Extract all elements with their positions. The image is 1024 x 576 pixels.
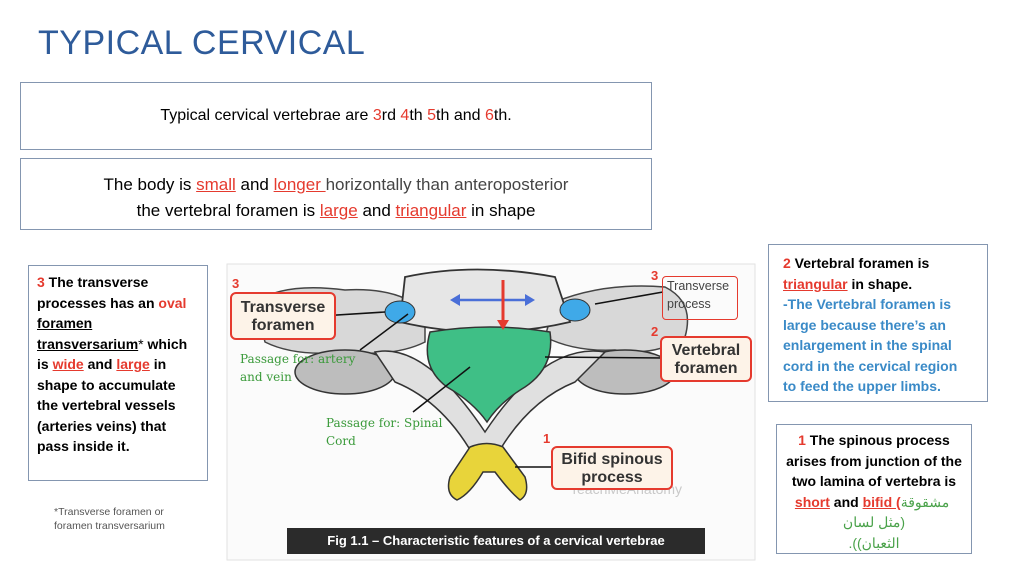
figure-number-2: 2 xyxy=(651,324,659,339)
text-part: in shape xyxy=(466,201,536,220)
intro-num-5: 5 xyxy=(427,107,437,124)
note-text: and xyxy=(829,493,863,510)
note-number: 1 xyxy=(798,432,806,448)
footnote: *Transverse foramen or foramen transvers… xyxy=(54,505,165,533)
note-text: Vertebral foramen is xyxy=(790,255,930,271)
text-part: and xyxy=(357,201,396,220)
keyword-large: large xyxy=(116,356,150,372)
intro-box: Typical cervical vertebrae are 3rd 4th 5… xyxy=(20,82,652,150)
vertebral-foramen-shape xyxy=(426,326,552,424)
keyword-small: small xyxy=(196,175,236,194)
intro-part: th. xyxy=(493,107,512,124)
note-text: and xyxy=(83,356,117,372)
text-part: horizontally than anteroposterior xyxy=(325,175,569,194)
note-number: 2 xyxy=(783,255,791,271)
intro-part: Typical cervical vertebrae are xyxy=(160,107,373,124)
tag-transverse-process: Transverse process xyxy=(662,276,738,320)
intro-part: th xyxy=(409,107,428,124)
arabic-note: مشقوقة (مثل لسان xyxy=(842,493,954,531)
tag-bifid-spinous-process: Bifid spinous process xyxy=(551,446,673,490)
intro-part: rd xyxy=(381,107,401,124)
bifid-spinous-process-shape xyxy=(447,442,528,501)
text-part: the vertebral foramen is xyxy=(136,201,320,220)
body-description-box: The body is small and longer horizontall… xyxy=(20,158,652,230)
figure-number-1: 1 xyxy=(543,431,551,446)
label-passage-cord: Passage for: Spinal Cord xyxy=(326,416,443,448)
keyword-triangular: triangular xyxy=(783,275,848,292)
footnote-marker: * xyxy=(138,335,144,352)
figure-caption: Fig 1.1 – Characteristic features of a c… xyxy=(287,528,705,554)
keyword-foramen-transversarium: foramen transversarium xyxy=(37,315,139,352)
footnote-line: foramen transversarium xyxy=(54,520,165,532)
keyword-oval: oval xyxy=(158,294,187,311)
text-part: The body is xyxy=(103,175,197,194)
intro-part: th and xyxy=(436,107,485,124)
transverse-foramen-right xyxy=(559,298,591,322)
body-description-text: The body is small and longer horizontall… xyxy=(21,172,651,224)
spinous-process-note: 1 The spinous process arises from juncti… xyxy=(776,424,972,554)
keyword-triangular: triangular xyxy=(395,201,467,220)
note-number: 3 xyxy=(37,274,45,290)
keyword-bifid: bifid ( xyxy=(862,493,901,510)
note-text: The transverse processes has an xyxy=(37,274,159,311)
intro-num-4: 4 xyxy=(400,107,410,124)
keyword-longer: longer xyxy=(273,175,326,194)
note-text: -The Vertebral foramen is large because … xyxy=(783,296,958,394)
transverse-process-note: 3 The transverse processes has an oval f… xyxy=(28,265,208,481)
tag-transverse-foramen: Transverse foramen xyxy=(230,292,336,340)
figure-number-3-left: 3 xyxy=(232,276,240,291)
tag-vertebral-foramen: Vertebral foramen xyxy=(660,336,752,382)
note-text: which is xyxy=(37,335,188,373)
intro-num-6: 6 xyxy=(484,107,494,124)
pointer-transverse-process xyxy=(594,291,664,305)
vertebral-foramen-note: 2 Vertebral foramen is triangular in sha… xyxy=(768,244,988,402)
pointer-vertebral-foramen xyxy=(544,356,666,359)
label-passage-artery: Passage for: artery and vein xyxy=(240,352,356,384)
note-text: in shape. xyxy=(847,275,913,292)
pointer-cord xyxy=(412,366,471,413)
arabic-note: الثعبان)). xyxy=(848,534,900,551)
pointer-artery xyxy=(359,313,409,351)
keyword-short: short xyxy=(794,493,830,510)
note-text: in shape to accumulate the vertebral ves… xyxy=(37,356,176,454)
depth-arrow-head xyxy=(497,320,509,330)
keyword-wide: wide xyxy=(52,356,84,372)
page-title: TYPICAL CERVICAL xyxy=(38,24,366,62)
width-arrow-tail xyxy=(450,294,460,306)
intro-num-3: 3 xyxy=(372,107,382,124)
width-arrow-head xyxy=(525,294,535,306)
footnote-line: *Transverse foramen or xyxy=(54,506,164,518)
intro-text: Typical cervical vertebrae are 3rd 4th 5… xyxy=(21,107,651,125)
figure-number-3-right: 3 xyxy=(651,268,659,283)
text-part: and xyxy=(235,175,274,194)
note-text: The spinous process arises from junction… xyxy=(786,432,962,489)
keyword-large: large xyxy=(319,201,358,220)
